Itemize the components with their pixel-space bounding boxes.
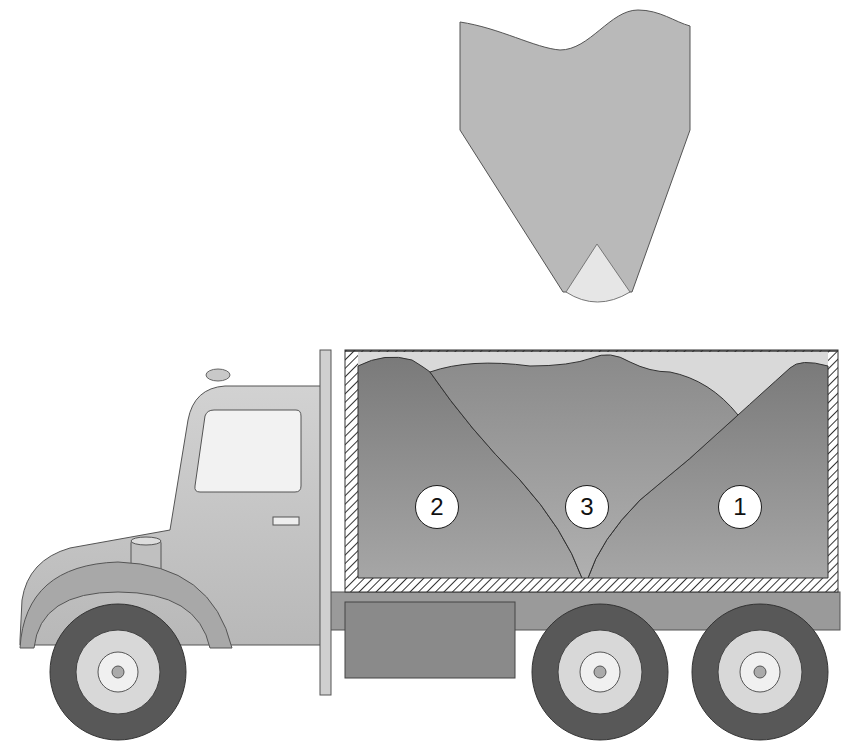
callout-number: 1 <box>733 495 746 519</box>
callout-circle: 3 <box>565 485 609 529</box>
truck-bed <box>345 350 838 592</box>
material-region <box>430 355 738 578</box>
callout-number: 2 <box>430 495 443 519</box>
callout-circle: 2 <box>415 485 459 529</box>
callout-number: 3 <box>580 495 593 519</box>
hopper <box>460 10 690 302</box>
callout-circle: 1 <box>718 485 762 529</box>
exhaust-pipe <box>320 350 331 695</box>
hopper-nozzle <box>566 244 630 302</box>
wheels <box>50 604 828 740</box>
fuel-tank <box>345 602 515 678</box>
